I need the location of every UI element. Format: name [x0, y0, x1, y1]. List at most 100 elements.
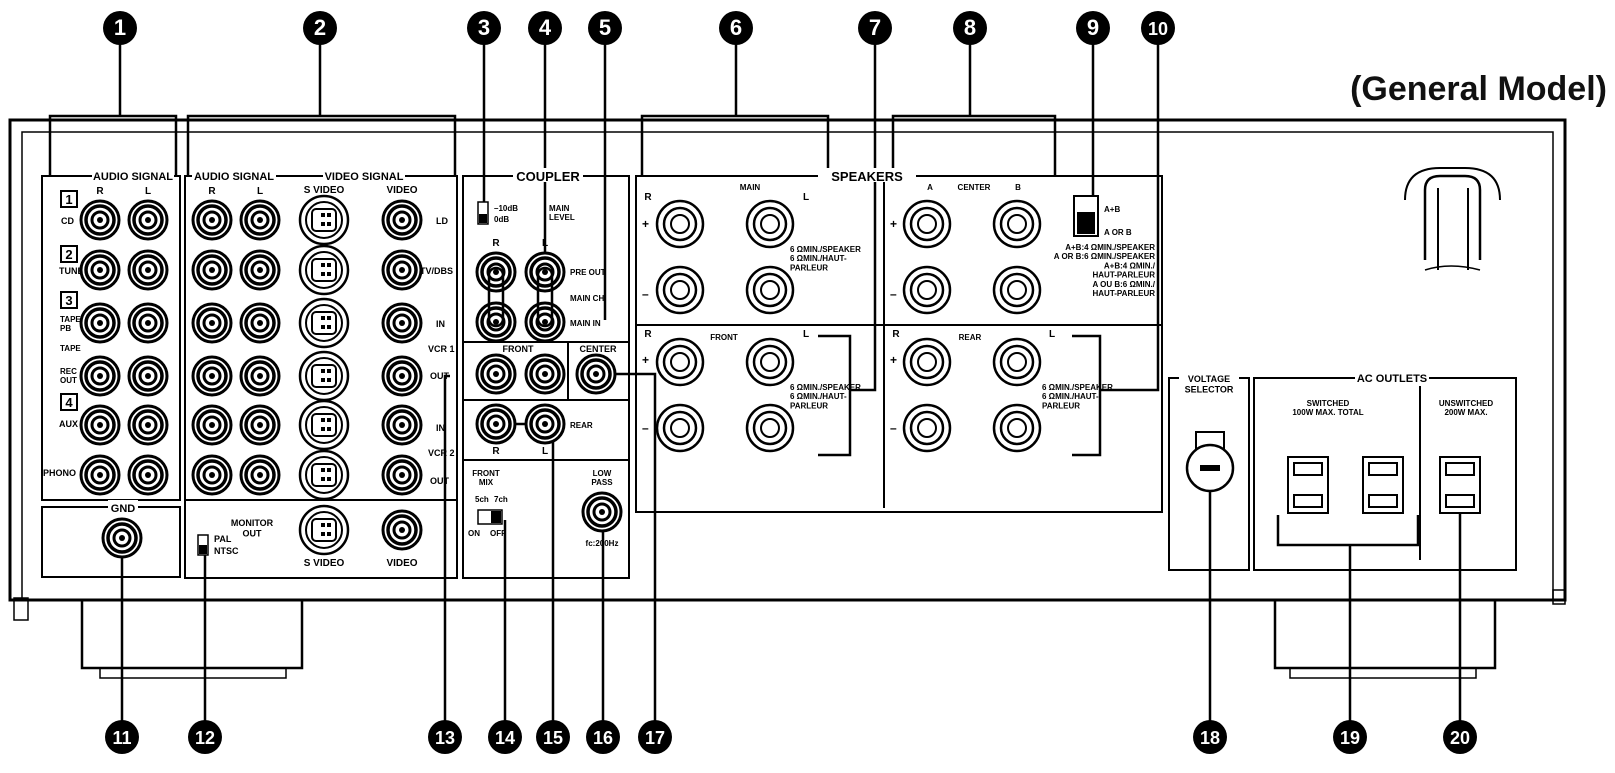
input-group-3: 3: [65, 293, 72, 308]
section-headers: AUDIO SIGNAL AUDIO SIGNAL VIDEO SIGNAL C…: [92, 168, 1429, 515]
svg-text:+: +: [642, 217, 649, 231]
callout-10-circle: [1141, 11, 1175, 45]
center-b-label: B: [1015, 183, 1021, 192]
callout-17: 17: [645, 728, 665, 748]
callout-10: 10: [1148, 19, 1168, 39]
svg-text:–: –: [890, 287, 897, 301]
5ch-label: 5ch: [475, 495, 489, 504]
callout-4-circle: [528, 11, 562, 45]
callout-2: 2: [314, 15, 326, 40]
svg-text:+: +: [890, 217, 897, 231]
callout-6-circle: [719, 11, 753, 45]
pre-out-label: PRE OUT: [570, 268, 606, 277]
s-video-label: S VIDEO: [304, 185, 345, 196]
rear-preout-label: REAR: [570, 421, 593, 430]
svg-text:R: R: [644, 329, 652, 340]
channel-l-label: L: [145, 186, 151, 197]
callout-5: 5: [599, 15, 611, 40]
svg-text:L: L: [542, 446, 548, 457]
callout-12: 12: [195, 728, 215, 748]
ac-outlets-header: AC OUTLETS: [1357, 373, 1427, 385]
main-ch-label: MAIN CH: [570, 294, 604, 303]
callout-12-circle: [188, 720, 222, 754]
vcr2-out-label: OUT: [430, 476, 450, 486]
svg-text:+: +: [642, 353, 649, 367]
callout-13-circle: [428, 720, 462, 754]
phono-label: PHONO: [43, 468, 76, 478]
callout-19: 19: [1340, 728, 1360, 748]
main-speakers-label: MAIN: [740, 183, 761, 192]
svg-text:R: R: [492, 446, 500, 457]
speakers-header: SPEAKERS: [831, 169, 903, 184]
gnd-header: GND: [111, 503, 136, 515]
vcr1-in-label: IN: [436, 319, 445, 329]
svg-text:L: L: [257, 186, 263, 197]
on-label: ON: [468, 529, 480, 538]
callout-8: 8: [964, 15, 976, 40]
pal-label: PAL: [214, 534, 232, 544]
svg-text:L: L: [803, 329, 809, 340]
callout-8-circle: [953, 11, 987, 45]
a-or-b-label: A OR B: [1104, 228, 1132, 237]
video-signal-header: VIDEO SIGNAL: [325, 171, 404, 183]
callout-1-circle: [103, 11, 137, 45]
ab-label: A+B: [1104, 205, 1120, 214]
vcr2-label: VCR 2: [428, 448, 455, 458]
callout-20-circle: [1443, 720, 1477, 754]
callout-15: 15: [543, 728, 563, 748]
center-a-label: A: [927, 183, 933, 192]
callout-5-circle: [588, 11, 622, 45]
callout-2-circle: [303, 11, 337, 45]
svg-text:–: –: [890, 421, 897, 435]
svg-text:R: R: [492, 238, 500, 249]
callout-7-circle: [858, 11, 892, 45]
callout-7: 7: [869, 15, 881, 40]
callout-16-circle: [586, 720, 620, 754]
svg-text:S VIDEO: S VIDEO: [304, 558, 345, 569]
main-in-label: MAIN IN: [570, 319, 601, 328]
tape-label: TAPE: [60, 344, 81, 353]
input-group-1: 1: [65, 192, 72, 207]
video-inputs: R L S VIDEO VIDEO LD TV/DBS IN VCR 1 OUT…: [191, 185, 455, 569]
off-label: OFF: [490, 529, 506, 538]
rear-speakers-label: REAR: [959, 333, 982, 342]
svg-text:R: R: [892, 329, 900, 340]
callout-13: 13: [435, 728, 455, 748]
callout-14-circle: [488, 720, 522, 754]
cd-label: CD: [61, 216, 74, 226]
svg-text:L: L: [542, 238, 548, 249]
video-label: VIDEO: [386, 185, 417, 196]
level-0-label: 0dB: [494, 215, 509, 224]
7ch-label: 7ch: [494, 495, 508, 504]
vcr2-in-label: IN: [436, 423, 445, 433]
level-m10-label: –10dB: [494, 204, 518, 213]
ld-label: LD: [436, 216, 448, 226]
callout-6: 6: [730, 15, 742, 40]
callout-3: 3: [478, 15, 490, 40]
callout-1: 1: [114, 15, 126, 40]
fc-label: fc:200Hz: [586, 539, 619, 548]
svg-text:R: R: [644, 192, 652, 203]
input-group-2: 2: [65, 247, 72, 262]
callout-9: 9: [1087, 15, 1099, 40]
callout-11-circle: [105, 720, 139, 754]
callout-18: 18: [1200, 728, 1220, 748]
callout-14: 14: [495, 728, 515, 748]
callout-19-circle: [1333, 720, 1367, 754]
front-speakers-label: FRONT: [710, 333, 738, 342]
svg-text:+: +: [890, 353, 897, 367]
